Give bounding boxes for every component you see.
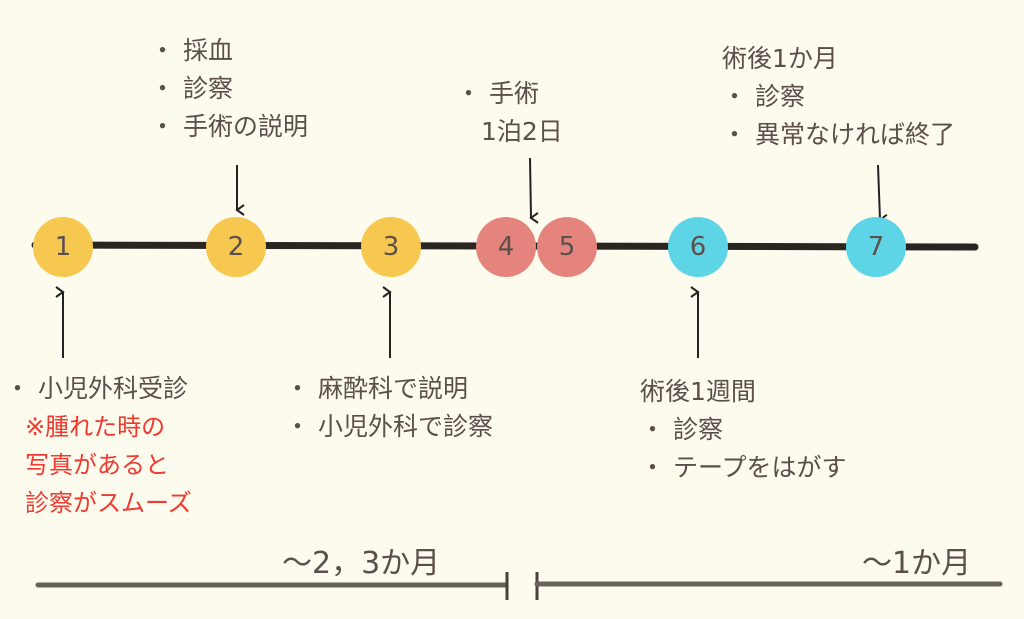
note-title: 術後1か月	[722, 44, 838, 73]
note-item: ・ テープをはがす	[640, 453, 847, 482]
warning-line: 診察がスムーズ	[25, 489, 192, 517]
step1-notes: ・ 小児外科受診 ※腫れた時の 写真があると 診察がスムーズ	[5, 370, 192, 522]
step-node-5: 5	[537, 217, 597, 277]
step7-notes: 術後1か月 ・ 診察 ・ 異常なければ終了	[722, 40, 955, 154]
note-item: ・ 採血	[150, 36, 233, 65]
note-item: ・ 麻酔科で説明	[285, 374, 468, 403]
step-node-3: 3	[361, 217, 421, 277]
warning-line: 写真があると	[25, 451, 169, 479]
note-item: 1泊2日	[456, 117, 563, 146]
step2-notes: ・ 採血 ・ 診察 ・ 手術の説明	[150, 32, 308, 146]
note-item: ・ 診察	[640, 415, 723, 444]
note-title: 術後1週間	[640, 377, 756, 406]
step-node-6: 6	[668, 217, 728, 277]
arrow-7	[877, 164, 888, 226]
step-node-7: 7	[846, 217, 906, 277]
warning-line: ※腫れた時の	[25, 413, 166, 441]
note-item: ・ 異常なければ終了	[722, 120, 955, 149]
step1-warning: ※腫れた時の 写真があると 診察がスムーズ	[5, 408, 192, 522]
note-item: ・ 手術	[456, 79, 539, 108]
period-after-label: 〜1か月	[862, 546, 972, 581]
note-item: ・ 診察	[150, 74, 233, 103]
note-item: ・ 手術の説明	[150, 112, 308, 141]
note-item: ・ 診察	[722, 82, 805, 111]
note-item: ・ 小児外科受診	[5, 374, 188, 403]
step-node-4: 4	[476, 217, 536, 277]
step-node-1: 1	[33, 217, 93, 277]
step3-notes: ・ 麻酔科で説明 ・ 小児外科で診察	[285, 370, 493, 446]
note-item: ・ 小児外科で診察	[285, 412, 493, 441]
step6-notes: 術後1週間 ・ 診察 ・ テープをはがす	[640, 373, 846, 487]
period-before-label: 〜2，3か月	[282, 546, 441, 581]
arrow-45	[529, 157, 539, 224]
step-node-2: 2	[206, 217, 266, 277]
step45-notes: ・ 手術 1泊2日	[456, 75, 563, 151]
